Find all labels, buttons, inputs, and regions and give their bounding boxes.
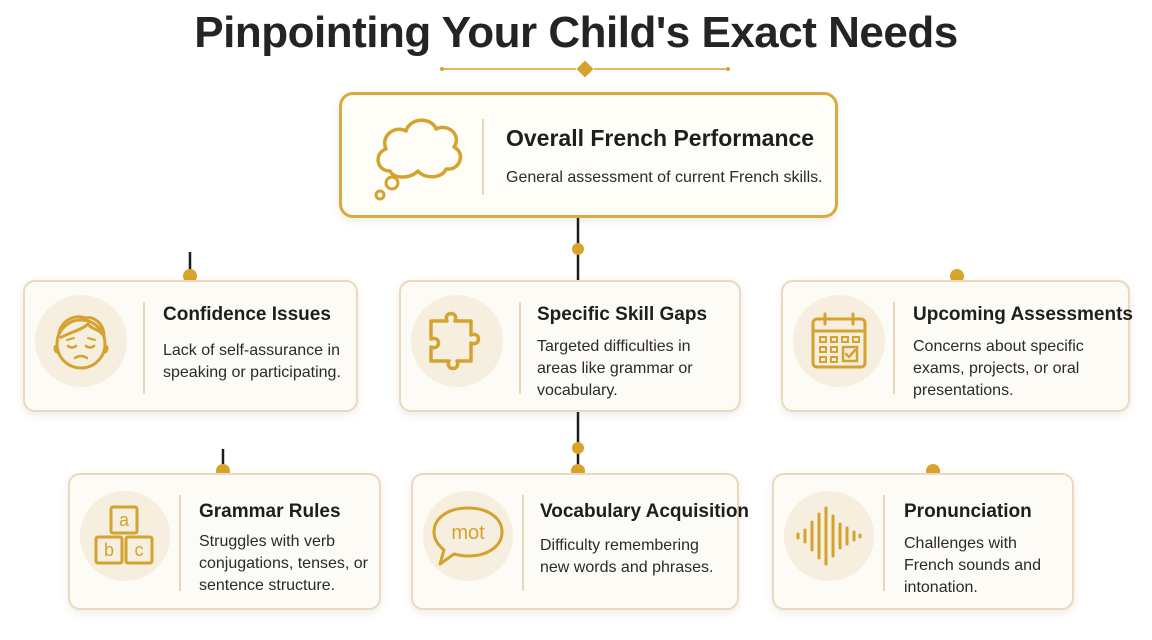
bubble-word: mot xyxy=(451,522,485,544)
page-title: Pinpointing Your Child's Exact Needs xyxy=(194,8,958,57)
card-title: Pronunciation xyxy=(904,501,1032,522)
block-letter-a: a xyxy=(119,510,130,530)
worried-face-icon xyxy=(35,295,127,387)
card-title: Vocabulary Acquisition xyxy=(540,501,750,522)
card-title: Grammar Rules xyxy=(199,501,341,522)
root-title: Overall French Performance xyxy=(506,125,815,151)
card-confidence-issues: Confidence Issues Lack of self-assurance… xyxy=(23,280,358,412)
card-title: Specific Skill Gaps xyxy=(537,304,708,325)
separator xyxy=(179,495,181,591)
card-grammar-rules: a b c Grammar Rules Struggles with verb … xyxy=(68,473,381,610)
card-desc: Challenges with French sounds and intona… xyxy=(904,535,1041,596)
card-title: Upcoming Assessments xyxy=(913,304,1133,325)
card-desc: Struggles with verb conjugations, tenses… xyxy=(199,533,368,594)
separator xyxy=(893,302,895,394)
card-upcoming-assessments: Upcoming Assessments Concerns about spec… xyxy=(781,280,1133,412)
separator xyxy=(883,495,885,591)
card-desc: Targeted difficulties in areas like gram… xyxy=(537,338,693,399)
root-separator xyxy=(482,119,484,195)
card-pronunciation: Pronunciation Challenges with French sou… xyxy=(772,473,1074,610)
card-title: Confidence Issues xyxy=(163,304,331,325)
separator xyxy=(522,495,524,591)
card-desc: Difficulty remembering new words and phr… xyxy=(540,537,714,576)
card-desc: Lack of self-assurance in speaking or pa… xyxy=(163,342,341,381)
block-letter-b: b xyxy=(104,540,114,560)
root-card-overall-performance: Overall French Performance General asses… xyxy=(339,92,838,218)
calendar-icon xyxy=(793,295,885,387)
puzzle-piece-icon xyxy=(411,295,503,387)
sound-wave-icon xyxy=(784,491,874,581)
block-letter-c: c xyxy=(135,540,144,560)
speech-bubble-icon: mot xyxy=(423,491,513,581)
card-desc: Concerns about specific exams, projects,… xyxy=(913,338,1084,399)
separator xyxy=(519,302,521,394)
thought-cloud-icon xyxy=(368,109,468,205)
card-vocabulary-acquisition: mot Vocabulary Acquisition Difficulty re… xyxy=(411,473,749,610)
card-specific-skill-gaps: Specific Skill Gaps Targeted difficultie… xyxy=(399,280,741,412)
root-desc: General assessment of current French ski… xyxy=(506,169,823,186)
separator xyxy=(143,302,145,394)
abc-blocks-icon: a b c xyxy=(80,491,170,581)
title-divider xyxy=(440,60,730,78)
